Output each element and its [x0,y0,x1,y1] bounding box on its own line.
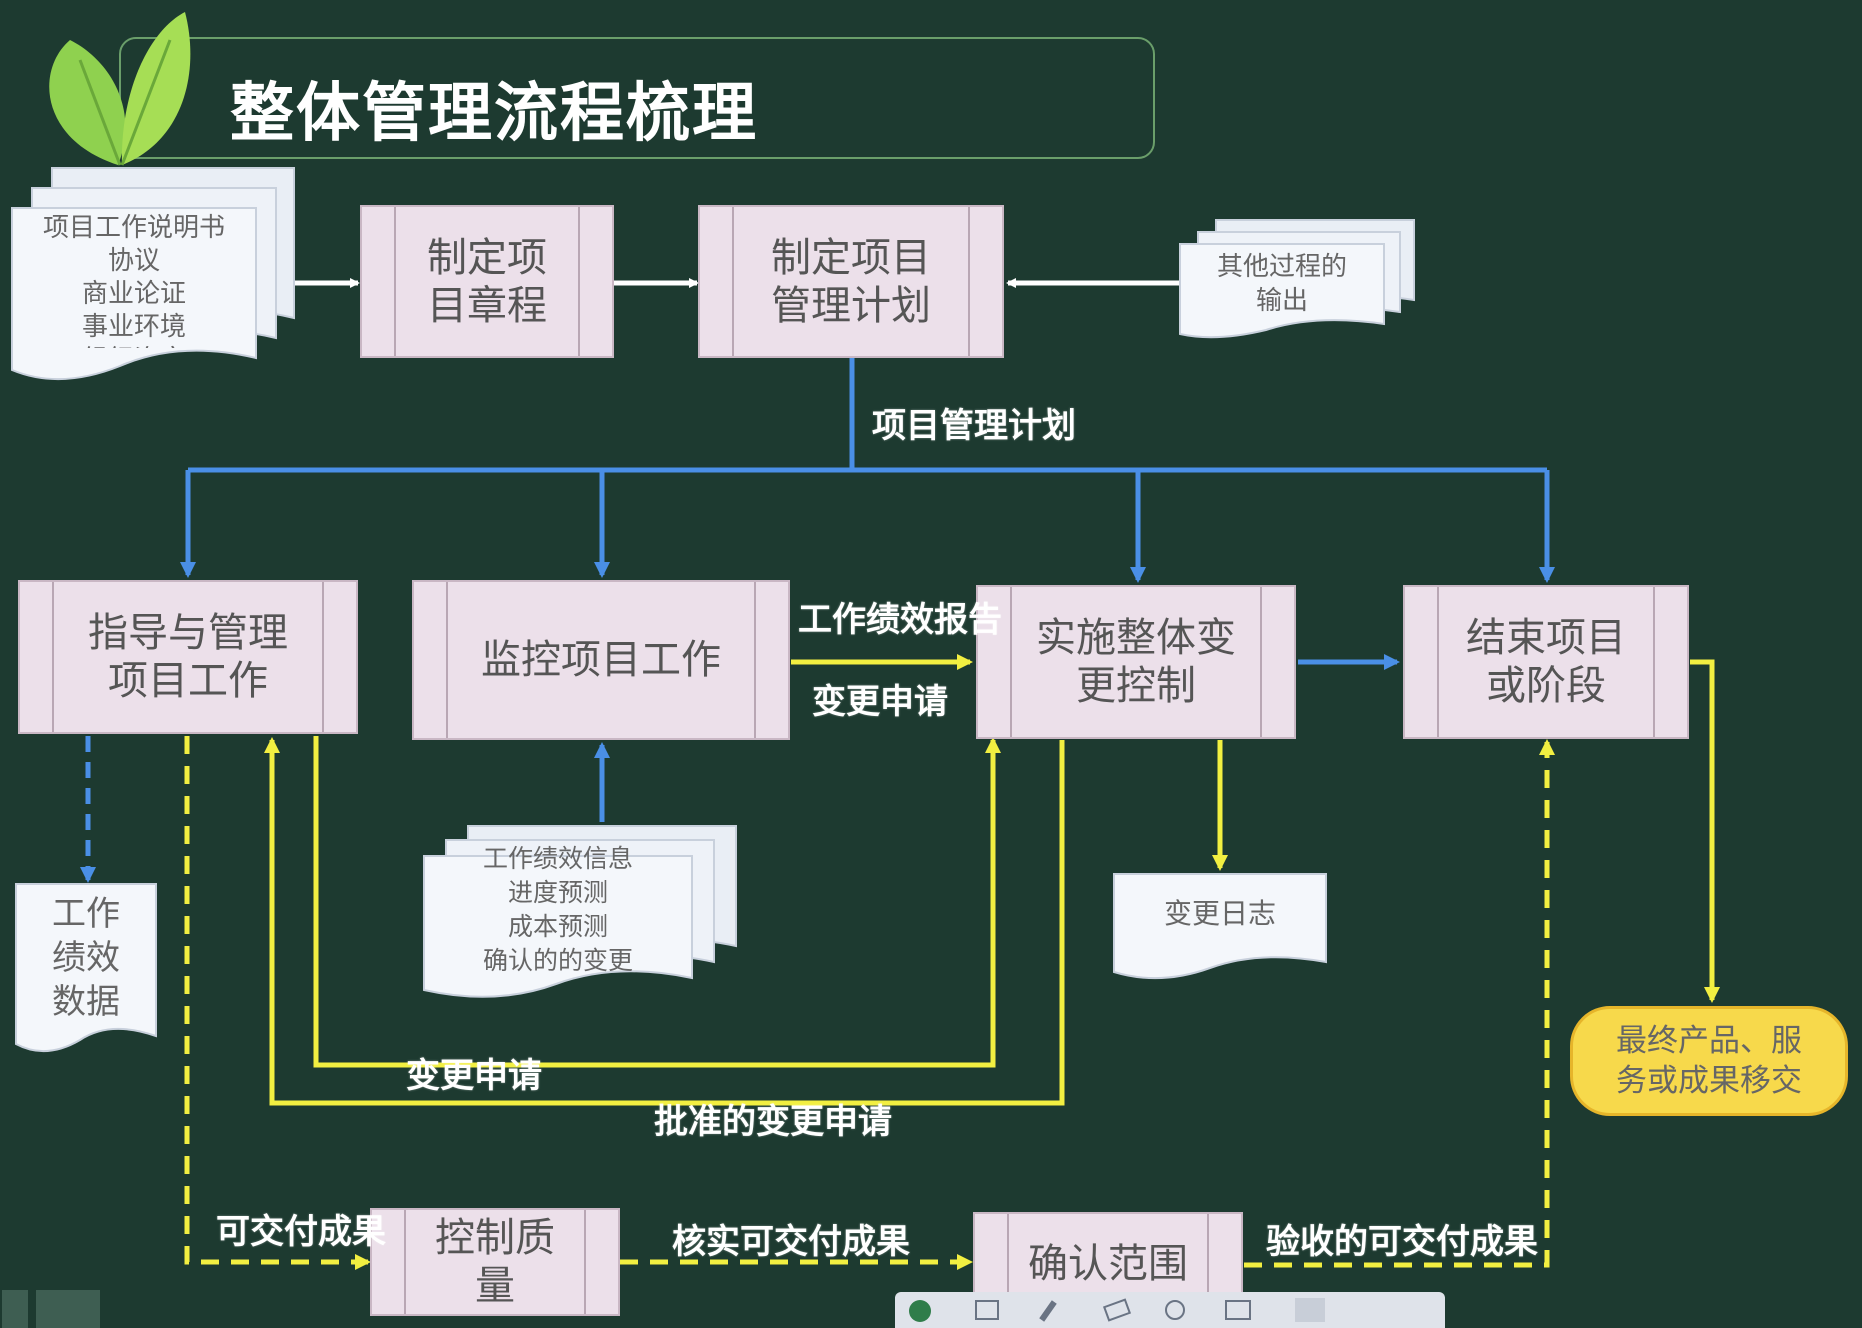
doc-workdata-shape [15,883,157,1053]
process-develop-pm-plan-label: 制定项目 管理计划 [771,234,931,329]
process-close-project[interactable]: 结束项目 或阶段 [1403,585,1689,739]
doc-monitor-inputs: 工作绩效信息 进度预测 成本预测 确认的的变更 [424,840,692,980]
blue-plan-distribution [180,357,1555,822]
screen-icon[interactable] [1225,1300,1251,1320]
doc-inputs: 项目工作说明书 协议 商业论证 事业环境 组织资产 [12,208,256,348]
label-work-perf-report: 工作绩效报告 [798,600,1002,640]
process-develop-pm-plan[interactable]: 制定项目 管理计划 [698,205,1004,358]
process-close-project-label: 结束项目 或阶段 [1466,615,1626,709]
process-develop-charter[interactable]: 制定项 目章程 [360,205,614,358]
process-monitor-control-work-label: 监控项目工作 [481,637,721,683]
doc-change-log-text: 变更日志 [1163,897,1276,930]
process-develop-charter-label: 制定项 目章程 [427,234,547,329]
doc-change-log: 变更日志 [1114,874,1326,964]
process-control-quality[interactable]: 控制质 量 [370,1208,620,1316]
pointer-icon[interactable] [909,1300,931,1322]
doc-changelog-shape [1113,873,1327,980]
eraser-icon[interactable] [1102,1298,1132,1322]
dashed-deliverables-flow [184,736,1555,1270]
label-change-request-right: 变更申请 [812,682,948,722]
menu-icon[interactable] [1295,1298,1325,1322]
doc-monitor-shape [423,825,737,998]
label-approved-change: 批准的变更申请 [654,1102,892,1142]
label-accepted-deliverables: 验收的可交付成果 [1266,1222,1538,1262]
slide-thumbnail[interactable] [0,1290,100,1328]
final-output-transition: 最终产品、服 务或成果移交 [1570,1006,1848,1116]
leaf-logo-icon [49,12,191,166]
doc-inputs-shape [11,167,295,381]
yellow-change-flows [264,654,1720,1106]
label-change-request-bottom: 变更申请 [406,1056,542,1096]
doc-other-outputs: 其他过程的 输出 [1180,244,1384,328]
doc-work-perf-data-text: 工作 绩效 数据 [52,894,120,1022]
process-integrated-change-control[interactable]: 实施整体变 更控制 [976,585,1296,739]
doc-other-outputs-text: 其他过程的 输出 [1216,252,1347,316]
process-direct-manage-work-label: 指导与管理 项目工作 [88,610,288,704]
process-integrated-change-control-label: 实施整体变 更控制 [1036,615,1236,709]
label-deliverables: 可交付成果 [216,1212,386,1252]
process-direct-manage-work[interactable]: 指导与管理 项目工作 [18,580,358,734]
label-verified-deliverables: 核实可交付成果 [672,1222,910,1262]
zoom-icon[interactable] [1165,1300,1185,1320]
pen-icon[interactable] [1039,1300,1057,1322]
final-output-label: 最终产品、服 务或成果移交 [1616,1023,1802,1099]
doc-other-shape [1179,219,1415,339]
doc-monitor-inputs-text: 工作绩效信息 进度预测 成本预测 确认的的变更 [482,844,633,975]
label-pm-plan: 项目管理计划 [872,406,1076,446]
presentation-toolbar[interactable] [895,1292,1445,1328]
process-control-quality-label: 控制质 量 [435,1215,555,1309]
process-validate-scope-label: 确认范围 [1028,1241,1188,1287]
grid-icon[interactable] [975,1300,999,1320]
doc-work-perf-data: 工作 绩效 数据 [16,884,156,1034]
process-monitor-control-work[interactable]: 监控项目工作 [412,580,790,740]
doc-inputs-text: 项目工作说明书 协议 商业论证 事业环境 组织资产 [42,213,225,348]
page-title: 整体管理流程梳理 [230,77,758,151]
